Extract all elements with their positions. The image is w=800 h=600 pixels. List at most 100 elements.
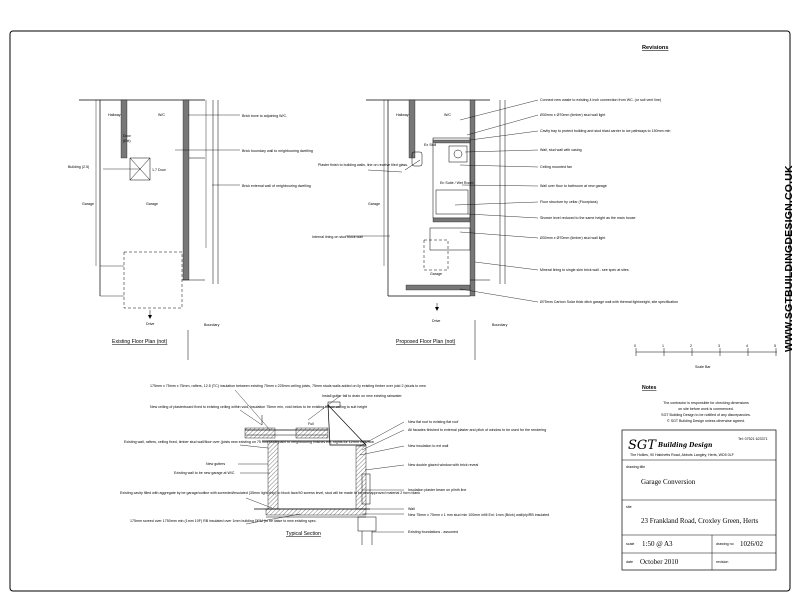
proposed-plan-title: Proposed Floor Plan (not)	[396, 339, 456, 345]
drawing-no-label: drawing no	[716, 542, 734, 546]
proposed-left-note-1: Plaster finish to building walls, line o…	[318, 163, 408, 167]
site-label: site	[626, 505, 632, 509]
section-left-note-7: 175mm screed over 1750mm min (1mm 10F) R…	[130, 519, 317, 523]
drawing-title: Garage Conversion	[641, 478, 696, 486]
proposed-callout-5: Ceiling mounted fan	[540, 165, 572, 169]
existing-car-outline	[123, 251, 183, 309]
existing-drive-label: Drive	[146, 322, 154, 326]
proposed-wardrobe	[423, 239, 449, 271]
existing-plan-title: Existing Floor Plan (not)	[112, 339, 168, 345]
section-right-note-7: New 75mm x 75mm x 1 mm stud min 100mm in…	[408, 513, 549, 517]
proposed-new-door	[404, 159, 421, 171]
sheet-border	[9, 30, 791, 592]
proposed-en-suite-label: En Suite / Wet Room	[440, 181, 474, 185]
proposed-garage-left-label: Garage	[368, 202, 380, 206]
proposed-callout-9: Ø30mm x Ø70mm (timber) stud wall light	[540, 236, 605, 240]
proposed-callout-6: Wall over floor to bathroom at new garag…	[540, 184, 607, 188]
section-pitched-roof	[327, 404, 367, 446]
proposed-callout-3: Cavity tray to protect building and stud…	[540, 129, 670, 133]
proposed-leader-8	[467, 213, 539, 219]
proposed-en-suite-bottom-wall	[432, 217, 471, 223]
existing-drive-arrowhead	[148, 315, 152, 319]
section-leader-top	[307, 395, 341, 421]
proposed-en-suite-outline	[432, 137, 471, 219]
date-label: date	[626, 560, 633, 564]
proposed-left-note-2: Internal lining on stud block wall	[312, 235, 363, 239]
existing-callout-1: Brick boxe to adjoining W/C.	[242, 114, 287, 118]
existing-callout-3: Brick external wall of neighbouring dwel…	[242, 184, 311, 188]
proposed-shower-tray	[448, 145, 468, 163]
proposed-wc-pan	[411, 151, 423, 167]
drawing-no: 1026/02	[740, 540, 763, 548]
existing-wc-label: W/C	[158, 113, 165, 117]
revision-label: revision	[716, 560, 728, 564]
existing-garage-left-label: Garage	[82, 202, 94, 206]
proposed-drive-arrowhead	[435, 307, 439, 311]
existing-boundary-label: Boundary	[204, 323, 220, 327]
proposed-basin	[453, 149, 463, 159]
drawing-title-label: drawing title	[626, 465, 645, 469]
proposed-floor-plan: Hallway W/C Ex Stoll En Suite / Wet Room…	[312, 98, 678, 360]
proposed-callout-11: Ø75mm Carbon Solar thick ditch garage wa…	[540, 300, 678, 304]
section-left-note-5: Existing wall to be new garage at W/C	[174, 471, 235, 475]
scale-bar: 0 1 2 3 4 5 Scale Bar	[634, 344, 777, 369]
proposed-leader-4	[464, 149, 539, 153]
section-right-note-5: Insulation plaster beam on plinth line	[408, 488, 466, 492]
section-leader-l1	[234, 389, 271, 431]
section-title: Typical Section	[286, 531, 321, 537]
typical-section: 175mm x 75mm x 75mm, rafters, 12.5 (TC) …	[120, 384, 549, 545]
existing-ext-door-label: (Ext)	[123, 139, 131, 143]
section-leader-r4	[364, 464, 405, 471]
proposed-leader-2	[466, 114, 539, 136]
proposed-shower-label: Ex Stoll	[424, 143, 436, 147]
section-left-wall	[267, 440, 279, 510]
section-right-note-4: New double glazed window with brick reve…	[408, 463, 479, 467]
section-leader-l6	[245, 497, 273, 509]
brand-website: WWW.SGTBUILDINGDESIGN.CO.UK	[783, 165, 795, 352]
scale-label: scale	[626, 542, 634, 546]
scale-tick-label-2: 2	[690, 344, 692, 348]
logo-text: Building Design	[657, 442, 712, 449]
date-value: October 2010	[640, 558, 679, 566]
section-left-roof-hatch	[244, 427, 276, 439]
scale-tick-label-1: 1	[662, 344, 664, 348]
notes-title: Notes	[642, 385, 657, 391]
proposed-drive-label: Drive	[432, 319, 440, 323]
section-leader-r2	[361, 429, 405, 451]
proposed-boundary-label: Boundary	[492, 323, 508, 327]
proposed-dressing-box	[429, 227, 471, 251]
existing-floor-plan: Hallway W/C Door (Ext) Building (2.5) 1.…	[68, 99, 313, 360]
section-leader-l7	[245, 513, 301, 525]
scale-bar-label: Scale Bar	[695, 365, 711, 369]
proposed-party-wall	[469, 99, 476, 297]
existing-door-label: Door	[123, 134, 132, 138]
section-left-note-6: Existing cavity filled with aggregate by…	[120, 491, 420, 495]
proposed-leader-6	[461, 184, 539, 187]
proposed-en-suite-top-wall	[432, 139, 471, 144]
section-left-note-4: New gutters	[206, 462, 225, 466]
section-leader-r3	[359, 445, 405, 456]
phone-number: Tel: 07521 623371	[738, 437, 768, 441]
proposed-hallway-label: Hallway	[396, 113, 409, 117]
section-left-note-2: New ceiling of plasterboard fixed to exi…	[150, 405, 367, 409]
revisions-title: Revisions	[642, 45, 668, 51]
existing-hallway-label: Hallway	[108, 113, 121, 117]
site-address: 23 Frankland Road, Croxley Green, Herts	[641, 517, 758, 525]
section-right-roof-hatch	[295, 427, 329, 439]
section-right-note-8: Existing foundations - assumed	[408, 530, 458, 534]
proposed-dressing-label: Garage	[430, 272, 442, 276]
logo-initials: SGT	[628, 438, 657, 453]
section-right-note-2: All facades finished to external plaster…	[408, 428, 546, 432]
proposed-leader-9	[459, 231, 539, 239]
scale-tick-label-5: 5	[774, 344, 776, 348]
address: The Hollies, 90 Hatchetts Road, Abbots L…	[630, 453, 735, 457]
proposed-leader-5	[459, 164, 539, 168]
proposed-callout-2: Ø30mm x Ø70mm (timber) stud wall light	[540, 113, 605, 117]
proposed-leader-3	[469, 130, 539, 141]
proposed-callout-7: Floor structure by cellar (Floorplans)	[540, 200, 598, 204]
section-leader-l3	[239, 444, 269, 449]
section-roof-label: Full	[308, 422, 314, 426]
notes-line-2: on site before work is commenced.	[678, 407, 734, 411]
proposed-callout-4: Wall, stud wall with casing	[540, 148, 582, 152]
